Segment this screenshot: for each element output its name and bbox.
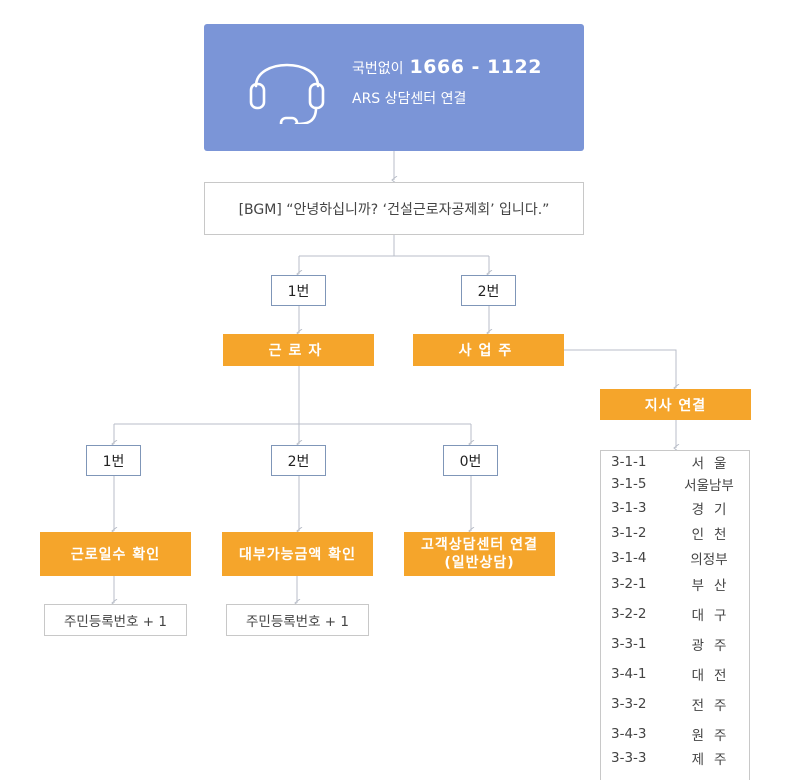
branch-code: 3-1-3 (611, 500, 647, 516)
branch-row: 3-1-2 인천 (601, 522, 751, 544)
loan-amount-check-box: 대부가능금액 확인 (222, 532, 373, 576)
employer-box: 사업주 (413, 334, 564, 366)
ars-header-card: 국번없이 1666 - 1122 ARS 상담센터 연결 (204, 24, 584, 151)
branch-name: 전주 (691, 698, 737, 714)
branch-row: 3-4-1 대전 (601, 663, 751, 685)
call-center-box: 고객상담센터 연결 (일반상담) (404, 532, 555, 576)
branch-row: 3-2-1 부산 (601, 573, 751, 595)
branch-row: 3-4-3 원주 (601, 723, 751, 745)
greeting-box: [BGM] “안녕하십니까? ‘건설근로자공제회’ 입니다.” (204, 182, 584, 235)
branch-name: 광주 (691, 638, 737, 654)
call-center-subtitle: (일반상담) (444, 555, 515, 571)
branch-name: 인천 (691, 527, 737, 543)
phone-prefix: 국번없이 (352, 61, 404, 77)
option-1-box: 1번 (271, 275, 326, 306)
branch-code: 3-4-1 (611, 666, 647, 682)
branch-name: 원주 (691, 728, 737, 744)
worker-option-0-box: 0번 (443, 445, 498, 476)
branch-code: 3-4-3 (611, 726, 647, 742)
resident-id-box-2: 주민등록번호 + 1 (226, 604, 369, 636)
branch-row: 3-1-4 의정부 (601, 547, 751, 569)
branch-name: 서울남부 (684, 478, 734, 494)
worker-option-2-box: 2번 (271, 445, 326, 476)
branch-code: 3-1-1 (611, 454, 647, 470)
branch-row: 3-3-3 제주 (601, 747, 751, 769)
branch-connect-box: 지사 연결 (600, 389, 751, 420)
branch-code: 3-2-2 (611, 606, 647, 622)
branch-code: 3-1-2 (611, 525, 647, 541)
branch-name: 서울 (691, 456, 737, 472)
branch-code: 3-2-1 (611, 576, 647, 592)
header-subtitle: ARS 상담센터 연결 (352, 91, 467, 107)
branch-name: 제주 (691, 752, 737, 768)
branch-name: 대전 (691, 668, 737, 684)
headset-icon (249, 63, 325, 124)
worker-option-1-box: 1번 (86, 445, 141, 476)
branch-name: 경기 (691, 502, 737, 518)
resident-id-box-1: 주민등록번호 + 1 (44, 604, 187, 636)
branch-name: 의정부 (690, 552, 728, 568)
branch-name: 대구 (691, 608, 737, 624)
branch-code: 3-1-5 (611, 476, 647, 492)
branch-row: 3-3-1 광주 (601, 633, 751, 655)
phone-number: 1666 - 1122 (409, 56, 542, 78)
branch-row: 3-3-2 전주 (601, 693, 751, 715)
option-2-box: 2번 (461, 275, 516, 306)
branch-row: 3-2-2 대구 (601, 603, 751, 625)
call-center-title: 고객상담센터 연결 (421, 537, 538, 553)
workdays-check-box: 근로일수 확인 (40, 532, 191, 576)
branch-code: 3-3-1 (611, 636, 647, 652)
branch-row: 3-1-1 서울 (601, 451, 751, 473)
branch-code: 3-1-4 (611, 550, 647, 566)
branch-row: 3-1-5 서울남부 (601, 473, 751, 495)
branch-code: 3-3-2 (611, 696, 647, 712)
branch-name: 부산 (691, 578, 737, 594)
branch-code: 3-3-3 (611, 750, 647, 766)
branch-row: 3-1-3 경기 (601, 497, 751, 519)
worker-box: 근로자 (223, 334, 374, 366)
branch-list: 3-1-1 서울 3-1-5 서울남부 3-1-3 경기 3-1-2 인천 3-1-4 의… (600, 450, 750, 780)
